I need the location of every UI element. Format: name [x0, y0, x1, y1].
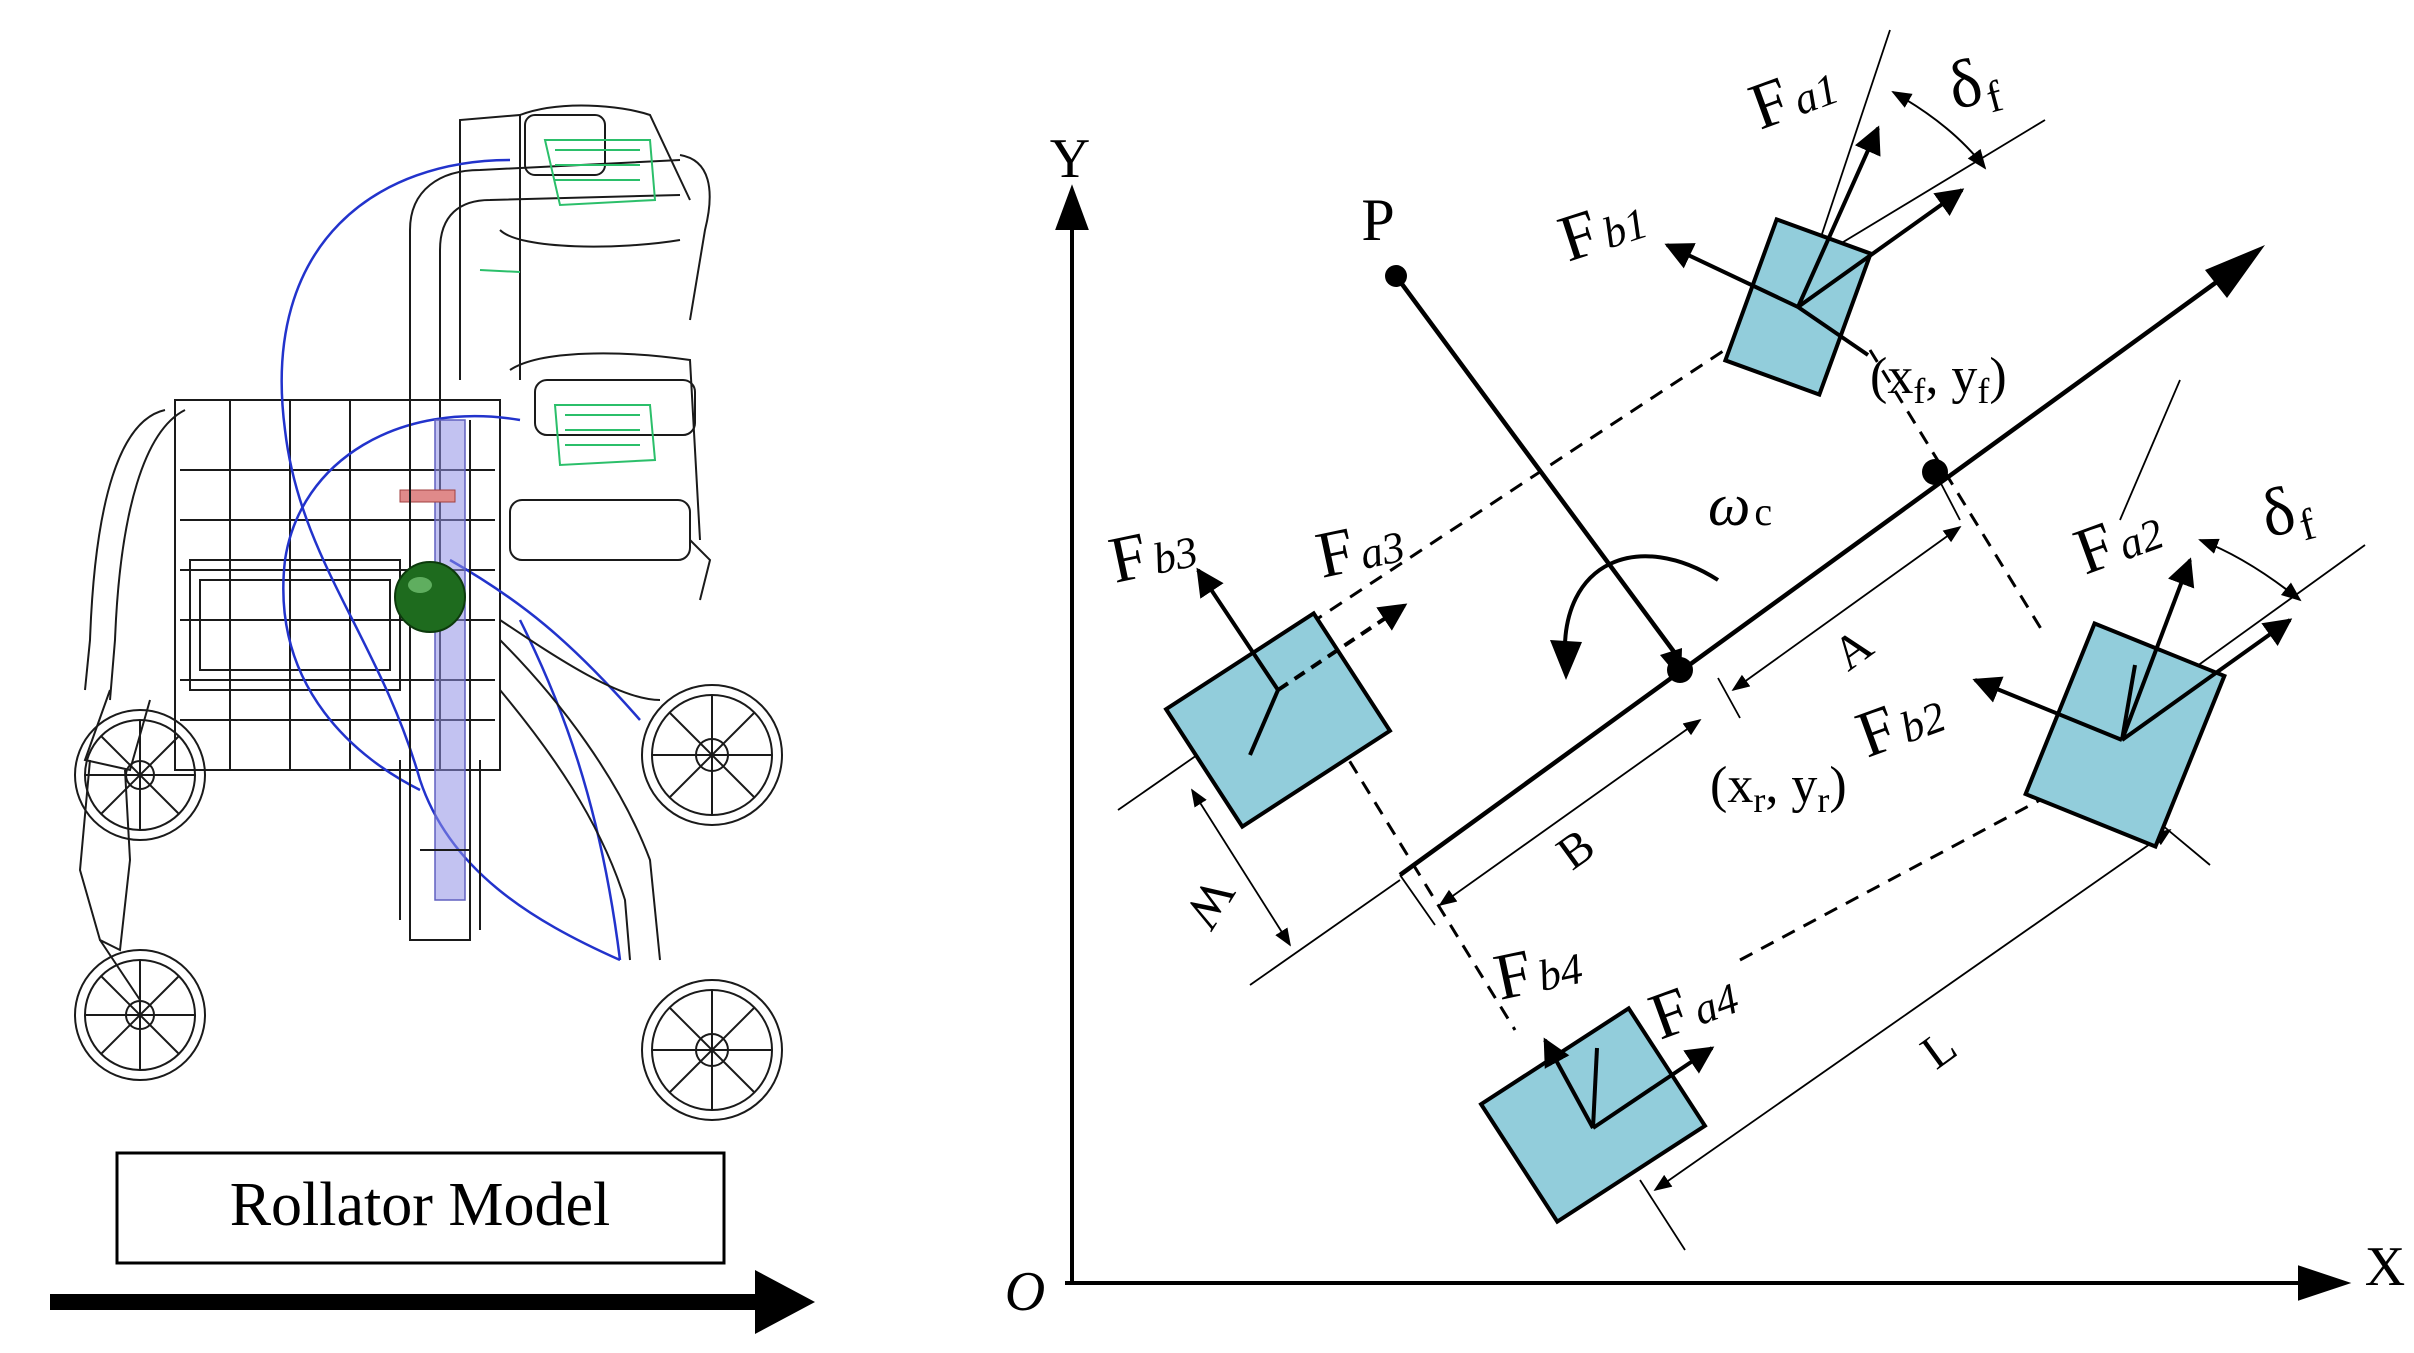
label-rear-point: (xr, yr)	[1710, 757, 1847, 820]
label-dim-l: L	[1911, 1019, 1966, 1079]
force-fb1-arrow	[1664, 243, 1799, 309]
label-fa3-base: F	[1310, 514, 1361, 593]
omega-symbol: ω	[1708, 472, 1750, 538]
label-fa3-sub: a3	[1356, 522, 1409, 579]
label-fa4-sub: a4	[1687, 974, 1745, 1035]
front-x: x	[1887, 348, 1913, 405]
rollator-wireframe	[74, 104, 783, 1121]
label-delta-front-right: δf	[2252, 466, 2321, 559]
label-fb1-base: F	[1550, 195, 1607, 276]
label-fb3-sub: b3	[1149, 527, 1202, 584]
force-arrows	[1196, 125, 2293, 1130]
force-fa3-arrow	[1276, 603, 1408, 692]
model-label-box	[115, 1151, 726, 1265]
label-fa2-base: F	[2065, 508, 2124, 589]
delta-arc-front-right	[2198, 538, 2302, 602]
label-fa3: Fa3	[1310, 503, 1410, 592]
point-p-label: P	[1361, 187, 1394, 253]
front-close: )	[1989, 348, 2006, 405]
origin-label: O	[1005, 1261, 1045, 1323]
rollator-wheel-rear-lower	[74, 949, 206, 1081]
force-fa1-arrow	[1796, 125, 1881, 308]
label-fb4-sub: b4	[1534, 944, 1587, 1001]
rear-x: x	[1727, 757, 1753, 814]
omega-rotation-arrow	[1562, 554, 1720, 661]
rollator-hand-grips	[479, 139, 657, 467]
label-fb1: Fb1	[1550, 180, 1655, 276]
wheel-3-rear-left	[1163, 610, 1393, 830]
rollator-wheel-front-upper	[641, 684, 783, 826]
label-fb3-base: F	[1103, 519, 1154, 598]
wheel-base-dashes	[1269, 328, 2045, 1031]
label-fb4-base: F	[1488, 936, 1539, 1015]
y-axis-arrowhead	[1055, 184, 1089, 230]
label-fb3: Fb3	[1103, 508, 1203, 597]
label-front-point: (xf, yf)	[1870, 348, 2007, 411]
force-fa2-steer-arrow	[2120, 618, 2293, 742]
rear-y: y	[1791, 757, 1817, 814]
rollator-brake-cables	[280, 158, 641, 962]
delta-arc-front-left	[1891, 91, 1987, 170]
label-delta-front-left: δf	[1939, 38, 2008, 131]
body-centerline-arrowhead	[2205, 245, 2265, 298]
rollator-center-ball	[394, 561, 466, 633]
rear-axle-point	[1667, 657, 1693, 683]
front-xsub: f	[1913, 371, 1925, 411]
front-y: y	[1951, 348, 1977, 405]
force-fb4-arrow	[1543, 1037, 1595, 1129]
force-fb3-arrow	[1196, 567, 1280, 692]
label-dim-b: B	[1547, 819, 1604, 881]
force-fb2-arrow	[1972, 676, 2123, 742]
label-dim-a: A	[1823, 618, 1882, 681]
coordinate-axes	[1055, 184, 2352, 1301]
rear-sep: ,	[1765, 757, 1791, 814]
label-fb2: Fb2	[1847, 674, 1953, 772]
omega-subscript: c	[1754, 489, 1772, 534]
rear-ysub: r	[1817, 780, 1829, 820]
label-dim-w: W	[1174, 869, 1247, 939]
force-fa1-steer-arrow	[1796, 188, 1965, 309]
x-axis-arrowhead	[2298, 1265, 2352, 1301]
label-fa4: Fa4	[1640, 956, 1746, 1054]
label-fb2-base: F	[1847, 691, 1906, 772]
front-open: (	[1870, 348, 1887, 405]
x-axis-label: X	[2365, 1236, 2405, 1298]
model-label: Rollator Model	[230, 1171, 611, 1239]
rollator-brake-bar	[399, 489, 456, 503]
rollator-handles	[409, 104, 712, 601]
front-sep: ,	[1925, 348, 1951, 405]
rear-xsub: r	[1753, 780, 1765, 820]
y-axis-label: Y	[1050, 128, 1090, 190]
point-p-dot	[1385, 265, 1407, 287]
force-fa2-arrow	[2120, 557, 2195, 741]
front-ysub: f	[1977, 371, 1989, 411]
label-fb4: Fb4	[1488, 925, 1588, 1014]
label-fa1-sub: a1	[1787, 64, 1845, 125]
travel-direction-arrowhead	[755, 1270, 815, 1334]
rollator-wheel-rear-upper	[74, 709, 206, 841]
rollator-frame	[78, 420, 661, 1001]
rear-close: )	[1829, 757, 1846, 814]
label-fa2: Fa2	[2065, 491, 2171, 589]
label-fa1-base: F	[1740, 63, 1799, 144]
rear-open: (	[1710, 757, 1727, 814]
label-fa1: Fa1	[1740, 46, 1846, 144]
rollator-wheel-front-lower	[641, 979, 783, 1121]
force-fa4-arrow	[1591, 1046, 1715, 1130]
label-fb2-sub: b2	[1894, 692, 1952, 753]
omega-arrowhead	[1550, 640, 1582, 680]
p-line	[1394, 274, 1682, 662]
label-fb1-sub: b1	[1597, 198, 1654, 258]
